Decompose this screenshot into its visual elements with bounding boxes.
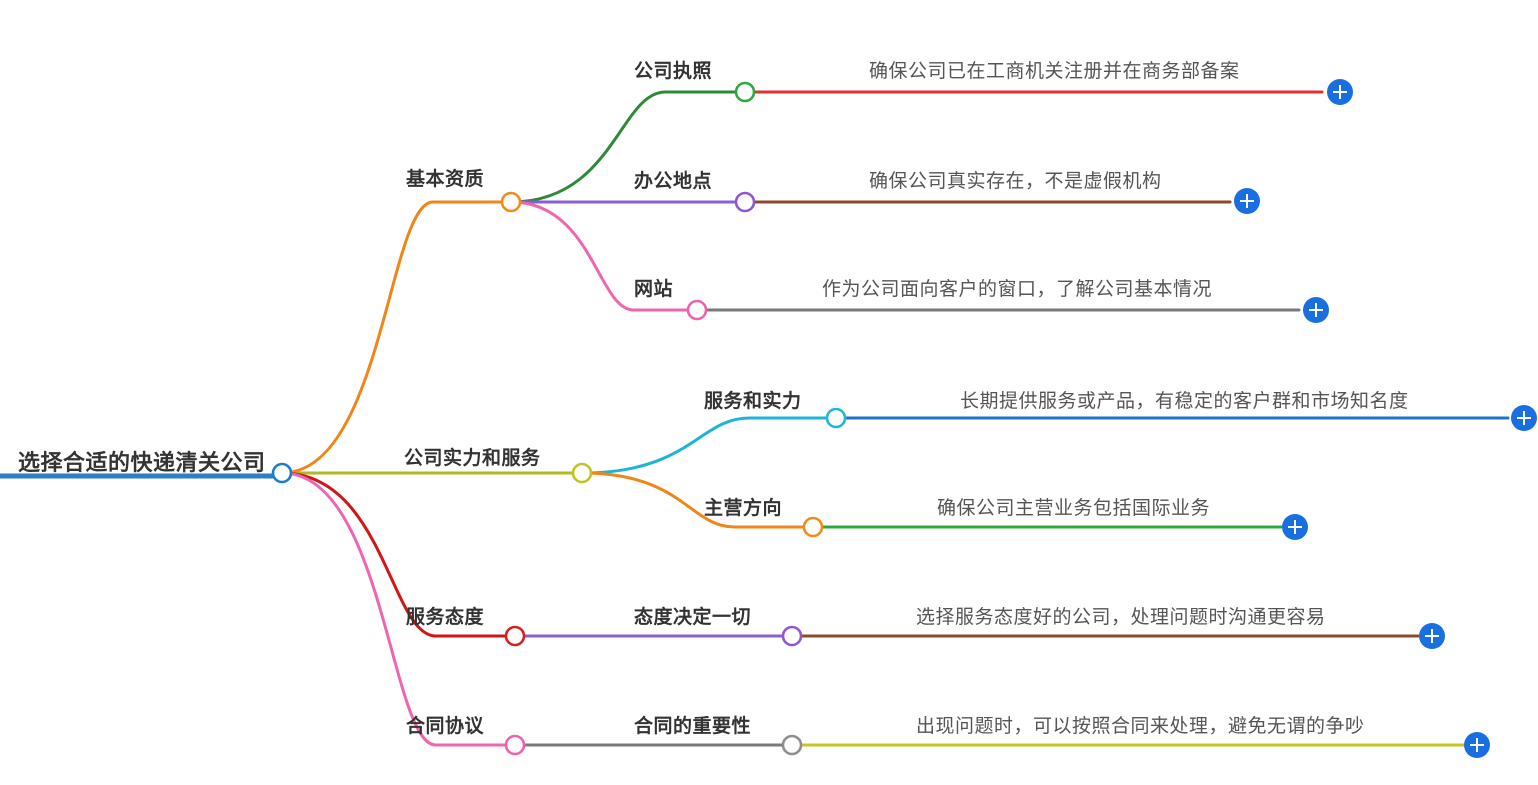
expand-button-company-license[interactable] [1327, 79, 1353, 105]
label-attitude-decides-all[interactable]: 态度决定一切 [634, 607, 752, 628]
link-root-to-service-attitude [280, 471, 517, 638]
expand-button-importance-of-contract[interactable] [1464, 732, 1490, 758]
leaf-label-office-location[interactable]: 确保公司真实存在，不是虚假机构 [869, 171, 1162, 192]
label-company-strength-service[interactable]: 公司实力和服务 [404, 448, 541, 469]
expand-button-service-and-strength[interactable] [1511, 405, 1537, 431]
link-company-strength-service-to-service-and-strength [580, 416, 838, 475]
node-website[interactable] [686, 299, 708, 321]
label-basic-qualification[interactable]: 基本资质 [406, 169, 485, 190]
leaf-label-importance-of-contract[interactable]: 出现问题时，可以按照合同来处理，避免无谓的争吵 [916, 716, 1365, 737]
label-service-attitude[interactable]: 服务态度 [406, 607, 485, 628]
link-company-strength-service-to-main-business-direction [580, 471, 815, 529]
node-attitude-decides-all[interactable] [781, 625, 803, 647]
node-service-and-strength[interactable] [825, 407, 847, 429]
label-website[interactable]: 网站 [634, 279, 674, 300]
link-root-to-basic-qualification [280, 200, 513, 475]
node-basic-qualification[interactable] [500, 191, 522, 213]
node-contract-agreement[interactable] [504, 734, 526, 756]
root-label[interactable]: 选择合适的快递清关公司 [18, 450, 266, 475]
label-office-location[interactable]: 办公地点 [634, 171, 713, 192]
expand-button-website[interactable] [1303, 297, 1329, 323]
leaf-label-service-and-strength[interactable]: 长期提供服务或产品，有稳定的客户群和市场知名度 [960, 391, 1409, 412]
node-main-business-direction[interactable] [802, 516, 824, 538]
leaf-label-main-business-direction[interactable]: 确保公司主营业务包括国际业务 [937, 498, 1211, 519]
node-company-license[interactable] [734, 81, 756, 103]
node-importance-of-contract[interactable] [781, 734, 803, 756]
label-company-license[interactable]: 公司执照 [634, 61, 713, 82]
node-company-strength-service[interactable] [571, 462, 593, 484]
label-contract-agreement[interactable]: 合同协议 [406, 716, 485, 737]
link-basic-qualification-to-company-license [509, 90, 747, 204]
leaf-label-attitude-decides-all[interactable]: 选择服务态度好的公司，处理问题时沟通更容易 [916, 607, 1326, 628]
link-root-to-contract-agreement [280, 471, 517, 747]
leaf-label-company-license[interactable]: 确保公司已在工商机关注册并在商务部备案 [869, 61, 1240, 82]
node-root[interactable] [271, 462, 293, 484]
expand-button-office-location[interactable] [1234, 188, 1260, 214]
label-importance-of-contract[interactable]: 合同的重要性 [634, 716, 752, 737]
node-office-location[interactable] [734, 191, 756, 213]
expand-button-main-business-direction[interactable] [1282, 514, 1308, 540]
expand-button-attitude-decides-all[interactable] [1419, 623, 1445, 649]
node-service-attitude[interactable] [504, 625, 526, 647]
label-service-and-strength[interactable]: 服务和实力 [704, 391, 802, 412]
label-main-business-direction[interactable]: 主营方向 [704, 498, 783, 519]
link-basic-qualification-to-website [509, 200, 699, 312]
leaf-label-website[interactable]: 作为公司面向客户的窗口，了解公司基本情况 [822, 279, 1213, 300]
